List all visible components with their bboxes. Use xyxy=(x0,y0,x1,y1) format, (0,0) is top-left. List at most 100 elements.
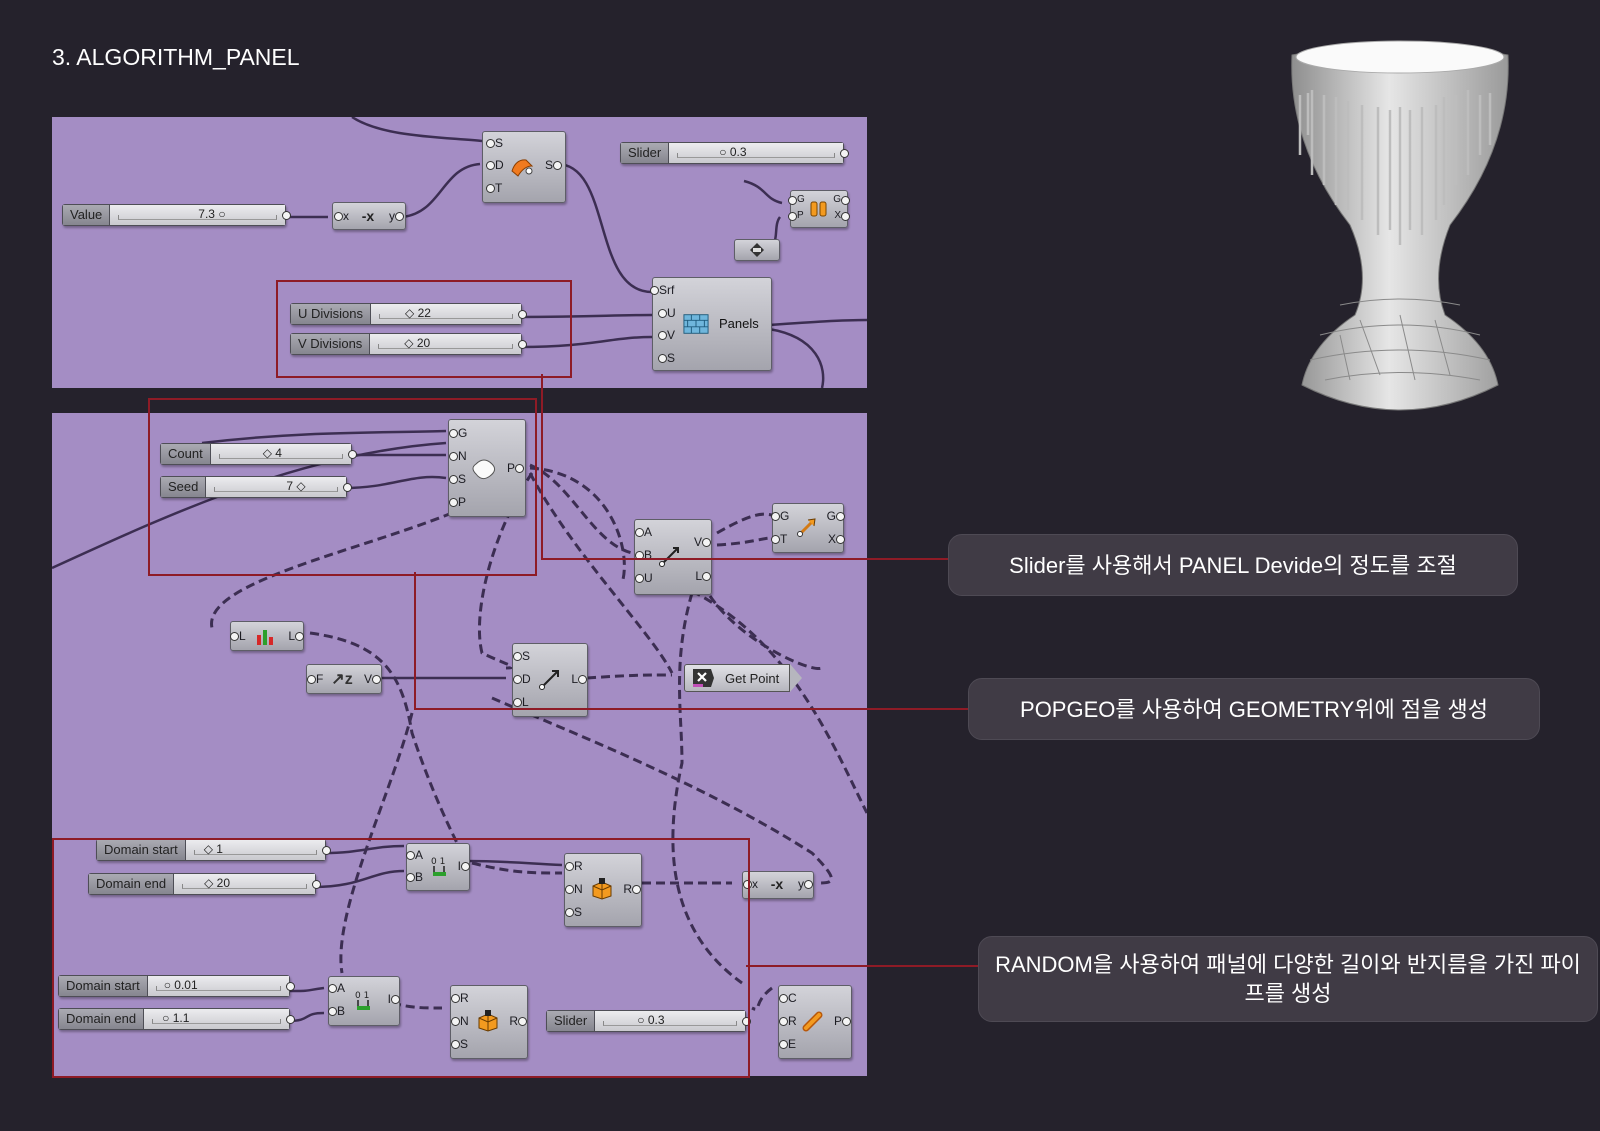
port-s[interactable]: S xyxy=(512,649,531,663)
count-slider[interactable]: Count ◇ 4 xyxy=(160,443,357,465)
pipe-component[interactable]: C R E P xyxy=(778,985,852,1059)
domain-end-1-track[interactable]: ◇ 20 xyxy=(174,874,315,894)
slider-bottom[interactable]: Slider ○ 0.3 xyxy=(546,1010,751,1032)
slider-top[interactable]: Slider ○ 0.3 xyxy=(620,142,849,164)
port-s[interactable]: S xyxy=(657,351,676,365)
port-x[interactable]: x xyxy=(743,877,758,891)
construct-domain-2[interactable]: A B 0 1 I xyxy=(327,976,402,1026)
construct-domain-icon: 0 1 xyxy=(427,854,453,878)
port-a[interactable]: A xyxy=(405,848,424,862)
port-y-out[interactable]: y xyxy=(798,877,813,891)
port-r-out[interactable]: R xyxy=(623,882,641,896)
count-track[interactable]: ◇ 4 xyxy=(210,444,351,464)
canvas-pipes[interactable]: Count ◇ 4 Seed 7 ◇ G N S P P A B U V L G… xyxy=(52,413,867,1076)
port-a[interactable]: A xyxy=(327,981,346,995)
u-divisions-slider[interactable]: U Divisions ◇ 22 xyxy=(290,303,527,325)
port-s[interactable]: S xyxy=(564,905,583,919)
port-s[interactable]: S xyxy=(450,1037,469,1051)
port-v-out[interactable]: V xyxy=(693,535,712,549)
port-v[interactable]: V xyxy=(657,328,676,342)
port-a[interactable]: A xyxy=(634,525,653,539)
line-component[interactable]: A B U V L xyxy=(634,519,712,595)
port-v-out[interactable]: V xyxy=(363,672,382,686)
value-slider[interactable]: Value 7.3 ○ xyxy=(62,204,291,226)
port-i-out[interactable]: I xyxy=(387,992,402,1006)
port-l[interactable]: L xyxy=(230,629,246,643)
port-g[interactable]: G xyxy=(788,194,805,205)
port-r-out[interactable]: R xyxy=(509,1014,527,1028)
seed-slider[interactable]: Seed 7 ◇ xyxy=(160,476,352,498)
u-divisions-track[interactable]: ◇ 22 xyxy=(371,304,521,324)
construct-domain-1[interactable]: A B 0 1 I xyxy=(405,843,472,891)
port-x-out[interactable]: X xyxy=(834,210,850,221)
port-b[interactable]: B xyxy=(327,1004,346,1018)
line-sdl-component[interactable]: S D L L xyxy=(512,643,588,717)
seed-track[interactable]: 7 ◇ xyxy=(206,477,346,497)
port-e[interactable]: E xyxy=(778,1037,797,1051)
random-1-component[interactable]: R N S R xyxy=(564,853,642,927)
port-r[interactable]: R xyxy=(565,859,583,873)
port-c[interactable]: C xyxy=(779,991,797,1005)
domain-start-2-track[interactable]: ○ 0.01 xyxy=(147,976,289,996)
port-l[interactable]: L xyxy=(513,695,529,709)
port-s[interactable]: S xyxy=(485,136,504,150)
port-r[interactable]: R xyxy=(779,1014,797,1028)
port-g[interactable]: G xyxy=(770,509,790,523)
canvas-panels[interactable]: S D T S Slider ○ 0.3 Value 7.3 ○ x -x y … xyxy=(52,117,867,388)
port-p-out[interactable]: P xyxy=(506,461,525,475)
domain-start-2-slider[interactable]: Domain start ○ 0.01 xyxy=(58,975,295,997)
domain-end-2-track[interactable]: ○ 1.1 xyxy=(144,1009,289,1029)
port-srf[interactable]: Srf xyxy=(649,283,675,297)
port-g[interactable]: G xyxy=(448,426,468,440)
port-g-out[interactable]: G xyxy=(826,509,846,523)
expression-bottom-component[interactable]: x -x y xyxy=(742,871,814,899)
value-slider-track[interactable]: 7.3 ○ xyxy=(110,205,285,225)
port-x[interactable]: x xyxy=(334,209,349,223)
surface-component[interactable]: S D T S xyxy=(482,131,566,203)
port-f[interactable]: F xyxy=(306,672,324,686)
domain-start-1-track[interactable]: ◇ 1 xyxy=(185,840,325,860)
move-component[interactable]: G T G X xyxy=(770,503,846,553)
port-y[interactable]: y xyxy=(389,209,404,223)
port-p-out[interactable]: P xyxy=(833,1014,852,1028)
domain-start-1-slider[interactable]: Domain start ◇ 1 xyxy=(96,839,331,861)
port-p[interactable]: P xyxy=(448,495,467,509)
port-x-out[interactable]: X xyxy=(827,532,846,546)
port-s-out[interactable]: S xyxy=(544,158,563,172)
domain-end-2-slider[interactable]: Domain end ○ 1.1 xyxy=(58,1008,295,1030)
port-n[interactable]: N xyxy=(451,1014,469,1028)
domain-end-1-slider[interactable]: Domain end ◇ 20 xyxy=(88,873,321,895)
port-l-out[interactable]: L xyxy=(695,569,711,583)
port-n[interactable]: N xyxy=(565,882,583,896)
v-divisions-track[interactable]: ◇ 20 xyxy=(370,334,521,354)
port-u[interactable]: U xyxy=(658,306,676,320)
random-2-component[interactable]: R N S R xyxy=(450,985,528,1059)
port-u[interactable]: U xyxy=(635,571,653,585)
pull-point-component[interactable]: G P G X xyxy=(788,190,850,228)
port-s[interactable]: S xyxy=(448,472,467,486)
port-d[interactable]: D xyxy=(513,672,531,686)
port-n[interactable]: N xyxy=(449,449,467,463)
port-b[interactable]: B xyxy=(405,870,424,884)
port-t[interactable]: T xyxy=(770,532,788,546)
popgeo-component[interactable]: G N S P P xyxy=(448,419,526,517)
port-b[interactable]: B xyxy=(634,548,653,562)
port-d[interactable]: D xyxy=(486,158,504,172)
slider-top-track[interactable]: ○ 0.3 xyxy=(669,143,843,163)
port-l-out[interactable]: L xyxy=(571,672,587,686)
get-point-param[interactable]: Get Point xyxy=(684,664,803,692)
port-l-out[interactable]: L xyxy=(288,629,304,643)
unit-z-component[interactable]: F ↗z V xyxy=(306,664,382,694)
port-r[interactable]: R xyxy=(451,991,469,1005)
port-p[interactable]: P xyxy=(788,210,804,221)
slider-bottom-track[interactable]: ○ 0.3 xyxy=(595,1011,745,1031)
panels-component[interactable]: Srf U V S Panels xyxy=(649,277,772,371)
expression-component[interactable]: x -x y xyxy=(332,202,406,230)
list-length-component[interactable]: L L xyxy=(230,621,304,651)
geometry-param[interactable] xyxy=(734,239,780,261)
port-i-out[interactable]: I xyxy=(457,859,472,873)
v-divisions-slider[interactable]: V Divisions ◇ 20 xyxy=(290,333,527,355)
get-point-body[interactable]: Get Point xyxy=(684,664,791,692)
port-g-out[interactable]: G xyxy=(833,194,850,205)
port-t[interactable]: T xyxy=(485,181,503,195)
